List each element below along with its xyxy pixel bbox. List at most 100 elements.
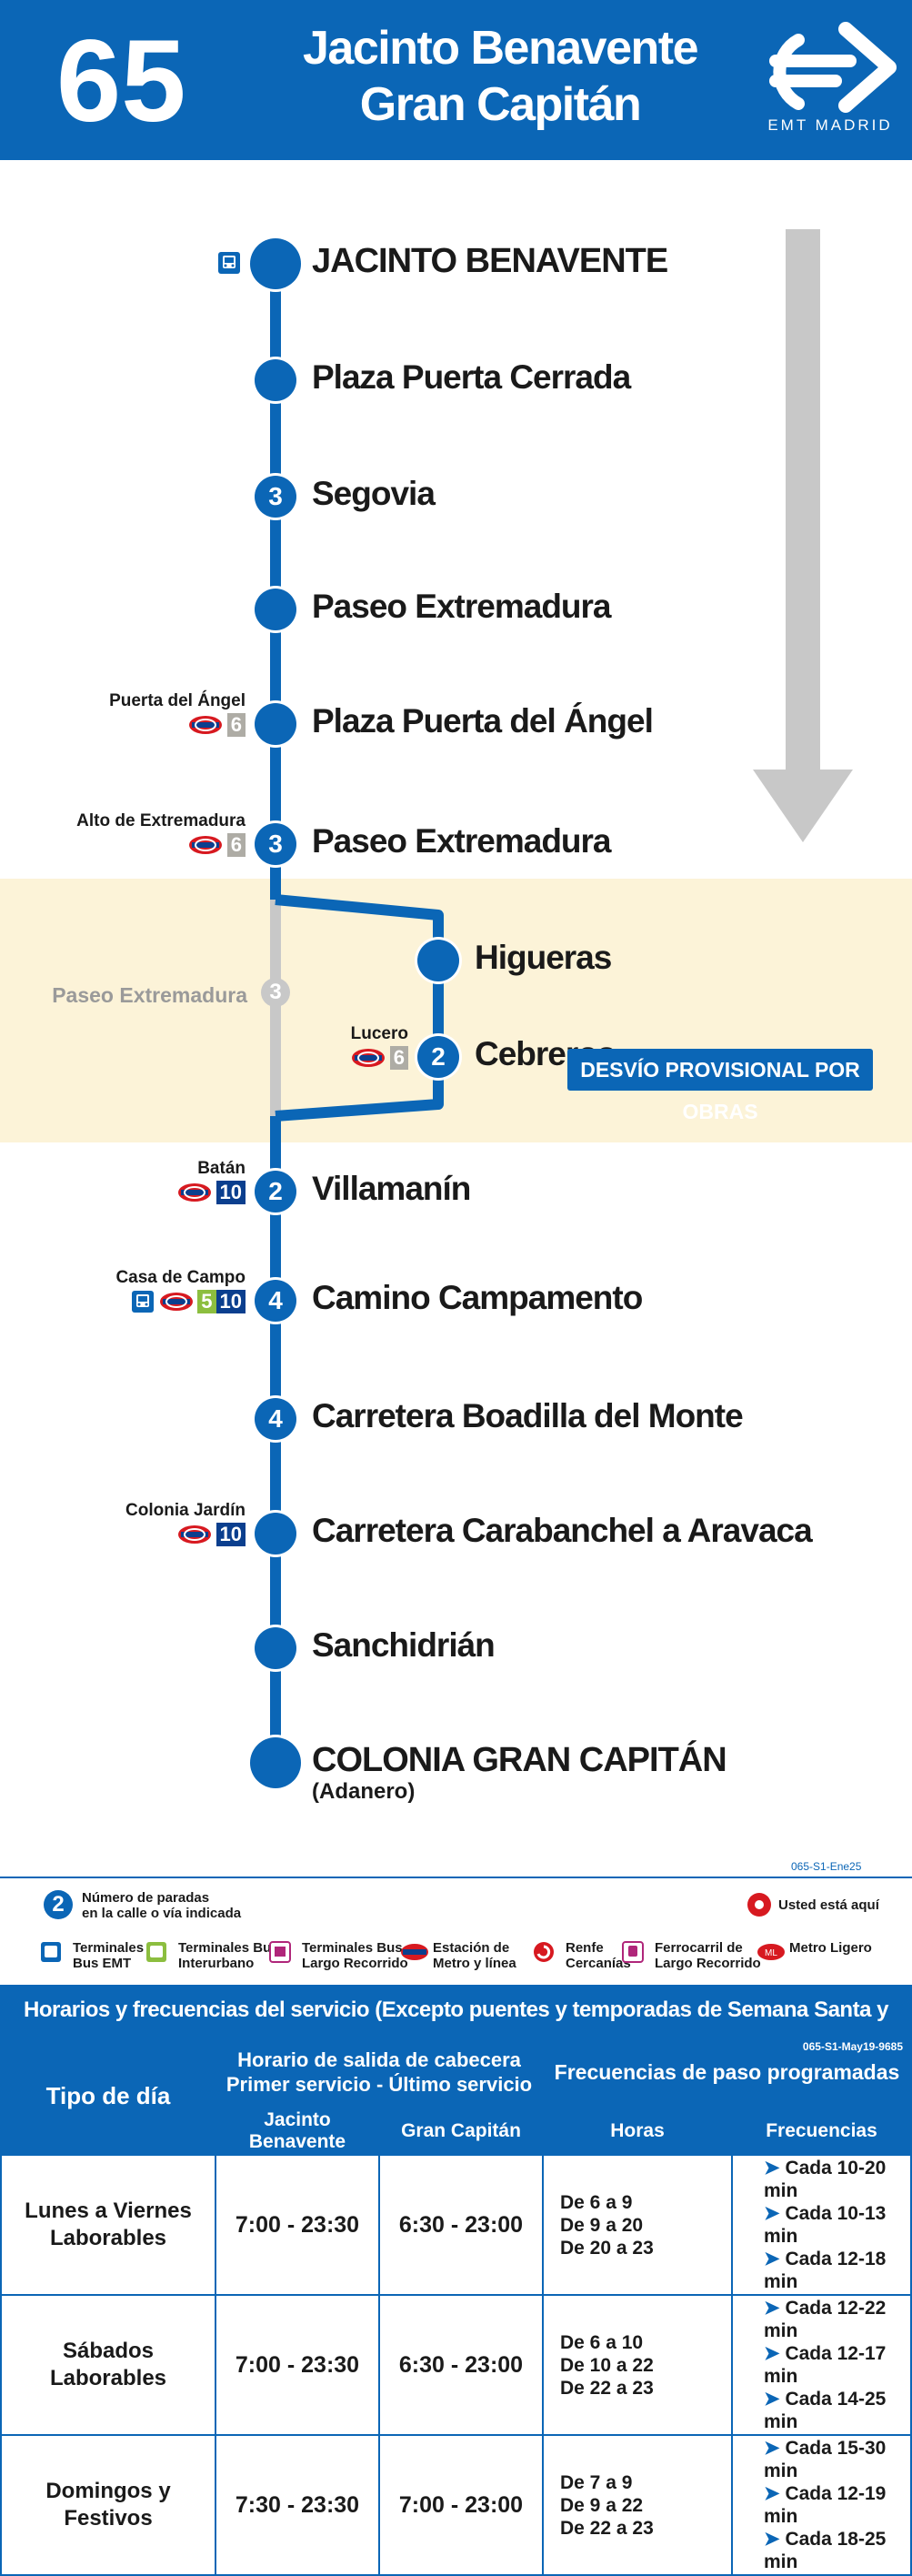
metro-line-badge: 6 [226, 713, 246, 737]
bus-long-distance-icon [269, 1941, 291, 1963]
connection-badges: 10 [27, 1181, 246, 1204]
stop-name: Plaza Puerta Cerrada [312, 358, 631, 396]
schedule-title: Horarios y frecuencias del servicio (Exc… [0, 1985, 912, 2073]
stop-name: Sanchidrián [312, 1626, 496, 1664]
metro-icon [178, 1183, 212, 1202]
skipped-stop-count: 3 [261, 978, 290, 1007]
svg-text:ML: ML [765, 1948, 777, 1958]
stop-name: Higueras [475, 939, 612, 976]
route-origin: Jacinto Benavente [303, 22, 699, 75]
metro-icon [352, 1049, 386, 1067]
col-frequency: 065-S1-May19-9685 Frecuencias de paso pr… [542, 2036, 912, 2108]
sub-destination: Gran Capitán [378, 2107, 544, 2156]
route-map: JACINTO BENAVENTE Plaza Puerta Cerrada 3 Se… [0, 160, 912, 1834]
schedule-code: 065-S1-May19-9685 [802, 2040, 903, 2053]
stop-count-marker: 2 [417, 1036, 459, 1078]
bus-emt-icon [41, 1942, 61, 1962]
metro-line-badge: 10 [215, 1523, 246, 1546]
header-bar: 65 Jacinto Benavente Gran Capitán EMT MA… [0, 0, 912, 160]
detour-banner: DESVÍO PROVISIONAL POR OBRAS [567, 1049, 873, 1123]
stop-name: Paseo Extremadura [312, 822, 612, 860]
legend-divider [0, 1877, 912, 1878]
stop-subname: (Adanero) [312, 1779, 416, 1804]
stop-marker [255, 1513, 296, 1555]
stop-marker [250, 1737, 301, 1788]
light-metro-icon: ML [757, 1944, 785, 1960]
long-distance-rail-icon [622, 1941, 644, 1963]
service-origin: 7:00 - 23:30 [215, 2294, 380, 2436]
sub-frequencies: Frecuencias [731, 2107, 912, 2156]
bus-emt-icon [132, 1291, 155, 1313]
connection-badges: 6 [27, 833, 246, 857]
connection-badges: 6 [190, 1046, 408, 1070]
bus-interurban-icon [146, 1942, 166, 1962]
stop-marker [255, 589, 296, 630]
stop-name: Carretera Carabanchel a Aravaca [312, 1512, 813, 1549]
brand-name: EMT MADRID [767, 116, 893, 134]
stop-name: Plaza Puerta del Ángel [312, 702, 654, 740]
col-service-line1: Horario de salida de cabecera [237, 2048, 521, 2071]
sub-origin: Jacinto Benavente [215, 2107, 380, 2156]
route-destination: Gran Capitán [359, 78, 642, 131]
document-code: 065-S1-Ene25 [791, 1860, 862, 1873]
frequencies: ➤ Cada 10-20 min➤ Cada 10-13 min➤ Cada 1… [731, 2154, 912, 2296]
line-number: 65 [56, 16, 186, 146]
detour-zone [0, 879, 912, 1142]
stop-marker [255, 1627, 296, 1669]
stop-count-marker: 2 [255, 1171, 296, 1213]
metro-line-badge: 6 [389, 1046, 408, 1070]
stop-name: Segovia [312, 475, 436, 512]
connection-name: Puerta del Ángel [109, 691, 246, 710]
stop-count-marker: 4 [255, 1398, 296, 1440]
connection-name: Batán [197, 1159, 246, 1178]
bus-emt-icon [218, 252, 240, 274]
connection-name: Lucero [350, 1024, 408, 1043]
stop-marker [255, 703, 296, 745]
service-origin: 7:00 - 23:30 [215, 2154, 380, 2296]
sub-hours: Horas [542, 2107, 733, 2156]
stop-name: Villamanín [312, 1170, 471, 1207]
connection-badges: 6 [27, 713, 246, 737]
service-destination: 6:30 - 23:00 [378, 2294, 544, 2436]
legend-stop-count: Número de paradas en la calle o vía indi… [82, 1890, 241, 1921]
connection-name: Alto de Extremadura [76, 811, 246, 830]
frequencies: ➤ Cada 15-30 min➤ Cada 12-19 min➤ Cada 1… [731, 2434, 912, 2576]
stop-name: COLONIA GRAN CAPITÁN [312, 1741, 727, 1779]
connection-name: Colonia Jardín [125, 1501, 246, 1520]
connection-badges: 10 [27, 1523, 246, 1546]
stop-marker [255, 359, 296, 401]
stops-list: JACINTO BENAVENTE Plaza Puerta Cerrada 3 Se… [0, 160, 912, 1834]
metro-line-badge: 10 [215, 1290, 246, 1313]
stop-name: Camino Campamento [312, 1279, 643, 1316]
stop-name: JACINTO BENAVENTE [312, 242, 668, 280]
you-are-here-icon [747, 1893, 771, 1917]
metro-icon [178, 1525, 212, 1544]
stop-count-example: 2 [44, 1890, 73, 1919]
metro-line-badge: 6 [226, 833, 246, 857]
legend-stop-count-line2: en la calle o vía indicada [82, 1906, 242, 1921]
schedule-table: Tipo de día Horario de salida de cabecer… [0, 2036, 912, 2576]
service-destination: 7:00 - 23:00 [378, 2434, 544, 2576]
frequencies: ➤ Cada 12-22 min➤ Cada 12-17 min➤ Cada 1… [731, 2294, 912, 2436]
stop-name: Carretera Boadilla del Monte [312, 1397, 744, 1434]
metro-icon [189, 716, 223, 734]
col-frequency-label: Frecuencias de paso programadas [554, 2059, 900, 2084]
stop-marker [250, 238, 301, 289]
